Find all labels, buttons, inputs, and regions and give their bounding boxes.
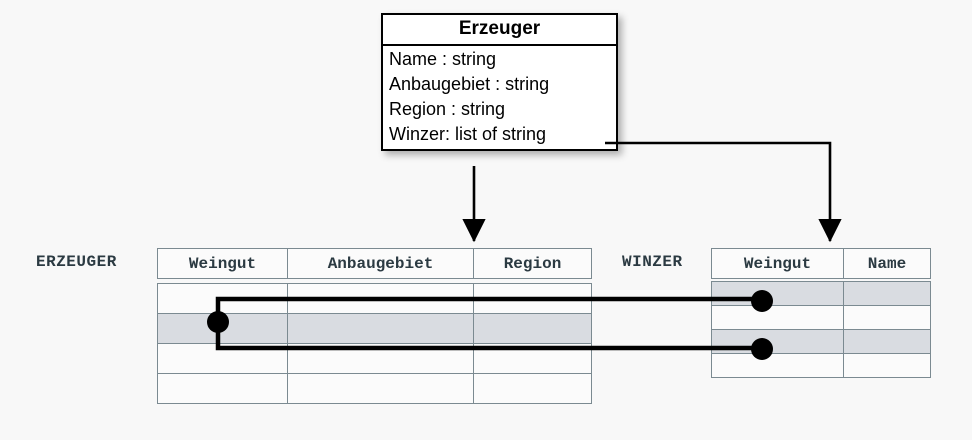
uml-attribute-region: Region : string xyxy=(389,99,506,119)
erzeuger-header-table: Weingut Anbaugebiet Region xyxy=(157,248,592,279)
table-cell[interactable] xyxy=(843,281,931,306)
table-cell[interactable] xyxy=(843,329,931,354)
table-cell[interactable] xyxy=(287,343,474,374)
erzeuger-body-table xyxy=(157,283,592,404)
column-header-name: Name xyxy=(843,248,931,279)
uml-attribute-name: Name : string xyxy=(389,49,497,69)
table-header-row: Weingut Anbaugebiet Region xyxy=(157,248,592,279)
table-label-winzer: WINZER xyxy=(622,253,683,271)
table-row[interactable] xyxy=(157,373,592,404)
winzer-mapping-arrow xyxy=(605,141,842,243)
table-row[interactable] xyxy=(157,313,592,344)
table-cell[interactable] xyxy=(287,283,474,314)
table-cell[interactable] xyxy=(843,353,931,378)
column-header-anbaugebiet: Anbaugebiet xyxy=(287,248,474,279)
column-header-weingut: Weingut xyxy=(711,248,844,279)
table-cell[interactable] xyxy=(711,305,844,330)
uml-class-erzeuger: Erzeuger Name : string Anbaugebiet : str… xyxy=(381,13,618,151)
table-row[interactable] xyxy=(157,283,592,314)
winzer-header-table: Weingut Name xyxy=(711,248,931,279)
table-row[interactable] xyxy=(711,353,931,378)
table-row[interactable] xyxy=(711,281,931,306)
table-cell[interactable] xyxy=(473,373,592,404)
uml-attribute-winzer: Winzer: list of string xyxy=(389,124,547,144)
uml-attribute-list: Name : string Anbaugebiet : string Regio… xyxy=(383,46,616,149)
uml-attribute-anbaugebiet: Anbaugebiet : string xyxy=(389,74,550,94)
table-label-erzeuger: ERZEUGER xyxy=(36,253,117,271)
column-header-region: Region xyxy=(473,248,592,279)
table-row[interactable] xyxy=(157,343,592,374)
table-header-row: Weingut Name xyxy=(711,248,931,279)
table-cell[interactable] xyxy=(711,329,844,354)
table-cell[interactable] xyxy=(473,283,592,314)
uml-class-title: Erzeuger xyxy=(383,15,616,46)
table-cell[interactable] xyxy=(157,343,288,374)
table-cell[interactable] xyxy=(157,373,288,404)
table-cell[interactable] xyxy=(711,281,844,306)
winzer-body-table xyxy=(711,281,931,378)
table-cell[interactable] xyxy=(157,283,288,314)
table-row[interactable] xyxy=(711,305,931,330)
table-cell[interactable] xyxy=(287,373,474,404)
table-cell[interactable] xyxy=(843,305,931,330)
table-cell[interactable] xyxy=(287,313,474,344)
table-cell[interactable] xyxy=(473,313,592,344)
column-header-weingut: Weingut xyxy=(157,248,288,279)
table-cell[interactable] xyxy=(711,353,844,378)
table-cell[interactable] xyxy=(473,343,592,374)
table-row[interactable] xyxy=(711,329,931,354)
table-cell[interactable] xyxy=(157,313,288,344)
